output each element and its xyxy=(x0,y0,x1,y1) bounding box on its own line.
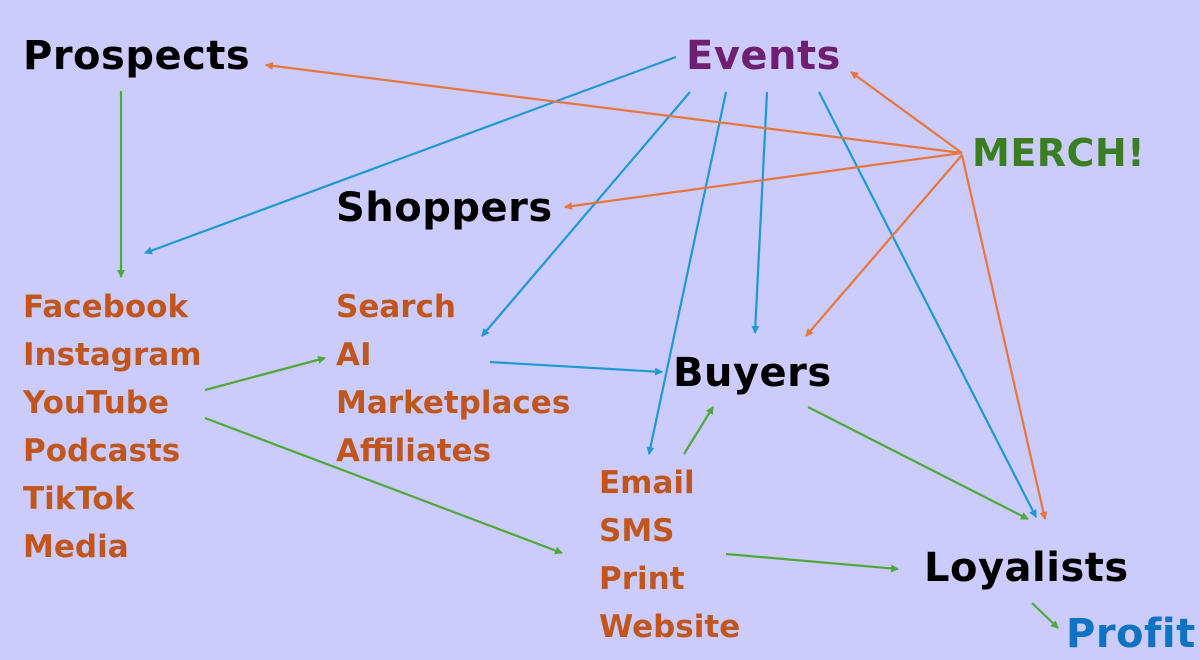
channel-media: Media xyxy=(23,529,129,565)
channel-instagram: Instagram xyxy=(23,337,202,373)
arrow-youtube-to-owned xyxy=(204,416,563,555)
node-buyers: Buyers xyxy=(673,350,832,396)
channel-marketplaces: Marketplaces xyxy=(336,385,571,421)
channel-podcasts: Podcasts xyxy=(23,433,181,469)
arrow-events-to-buyers xyxy=(751,91,769,334)
node-prospects: Prospects xyxy=(23,33,251,79)
channel-youtube: YouTube xyxy=(23,385,169,421)
arrow-merch-to-shoppers xyxy=(564,151,963,211)
channel-print: Print xyxy=(599,561,685,597)
arrow-merch-to-buyers xyxy=(805,154,963,337)
arrow-sms-to-loyalists xyxy=(725,552,899,573)
channel-email: Email xyxy=(599,465,695,501)
arrow-email-to-buyers xyxy=(683,406,714,455)
channel-facebook: Facebook xyxy=(23,289,189,325)
arrow-events-to-social xyxy=(144,55,677,255)
discovery-channel-list: Search AI Marketplaces Affiliates xyxy=(336,292,570,484)
arrow-youtube-to-ai xyxy=(204,355,326,392)
node-merch: MERCH! xyxy=(972,131,1146,175)
arrow-layer xyxy=(117,55,1059,629)
node-events: Events xyxy=(686,33,841,79)
channel-affiliates: Affiliates xyxy=(336,433,492,469)
arrow-events-to-discovery xyxy=(481,91,691,337)
arrow-merch-to-events xyxy=(850,71,963,154)
node-loyalists: Loyalists xyxy=(924,545,1129,591)
arrow-merch-to-loyalists xyxy=(960,154,1048,520)
node-shoppers: Shoppers xyxy=(336,185,553,231)
channel-sms: SMS xyxy=(599,513,675,549)
node-profit: Profit xyxy=(1066,611,1196,657)
channel-website: Website xyxy=(599,609,741,645)
arrow-buyers-to-loyalists xyxy=(807,406,1029,520)
channel-ai: AI xyxy=(336,337,372,373)
arrow-ai-to-buyers xyxy=(489,360,663,376)
social-channel-list: Facebook Instagram YouTube Podcasts TikT… xyxy=(23,292,202,580)
arrow-events-to-loyalists xyxy=(818,91,1037,518)
channel-search: Search xyxy=(336,289,457,325)
arrow-merch-to-prospects xyxy=(265,61,963,155)
channel-tiktok: TikTok xyxy=(23,481,135,517)
arrow-loyalists-to-profit xyxy=(1031,602,1059,629)
owned-channel-list: Email SMS Print Website xyxy=(599,468,740,660)
arrow-events-to-owned xyxy=(646,91,728,455)
